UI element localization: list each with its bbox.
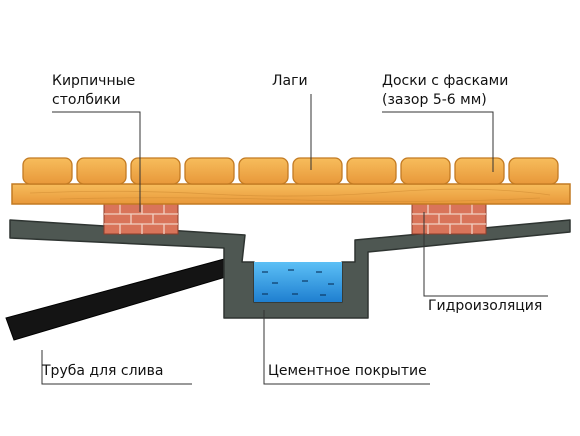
label-brick-pillars-line2: столбики [52, 92, 121, 108]
floor-board [292, 157, 343, 185]
water-ripples [262, 269, 334, 296]
label-boards-line2: (зазор 5-6 мм) [382, 92, 487, 108]
label-waterproofing: Гидроизоляция [428, 298, 543, 314]
drain-pipe [5, 257, 237, 341]
joist-beam [11, 183, 571, 205]
floor-boards [22, 157, 559, 185]
floor-board [238, 157, 289, 185]
floor-board [508, 157, 559, 185]
label-cement-coating: Цементное покрытие [268, 363, 427, 379]
label-brick-pillars-line1: Кирпичные [52, 73, 136, 89]
label-joists: Лаги [272, 73, 308, 89]
floor-board [22, 157, 73, 185]
leader-waterproofing [423, 212, 548, 297]
brick-pillar-left [103, 203, 179, 235]
label-boards-line1: Доски с фасками [382, 73, 509, 89]
leader-pillars [52, 111, 141, 212]
leader-cement [263, 310, 430, 385]
floor-board [346, 157, 397, 185]
leader-boards [382, 111, 494, 172]
floor-board [454, 157, 505, 185]
floor-board [130, 157, 181, 185]
leader-drain-pipe [41, 350, 192, 385]
joist-wood-grain [29, 188, 551, 202]
water [254, 262, 342, 302]
leader-lines [41, 94, 548, 385]
cement-coating [9, 219, 571, 319]
floor-board [184, 157, 235, 185]
floor-board [400, 157, 451, 185]
brick-pillar-right [411, 203, 487, 235]
floor-board [76, 157, 127, 185]
label-drain-pipe: Труба для слива [42, 363, 164, 379]
